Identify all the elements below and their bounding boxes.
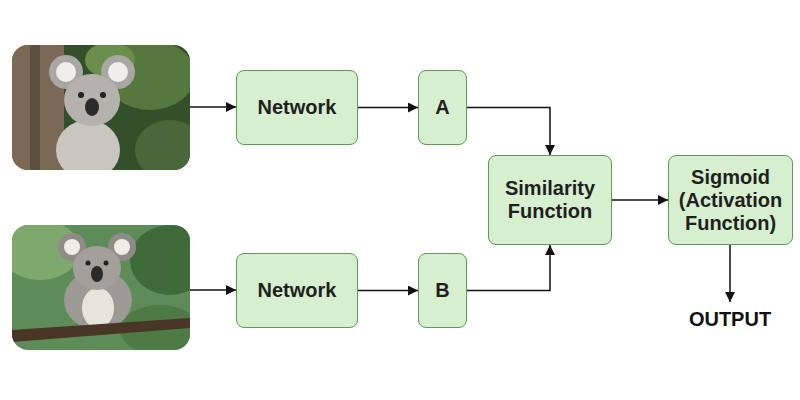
- koala-photo: [12, 45, 190, 170]
- koala-photo: [12, 225, 190, 350]
- node-text: Network: [254, 96, 341, 119]
- network-box: Network: [236, 253, 358, 328]
- output-arrow: [729, 245, 731, 302]
- koala-eye: [100, 92, 106, 98]
- tree-branch: [12, 318, 190, 342]
- foliage: [135, 120, 190, 170]
- flow-arrow: [467, 245, 550, 291]
- koala-chest: [82, 288, 114, 328]
- node-text: Network: [254, 279, 341, 302]
- bark-texture: [30, 45, 40, 170]
- koala-eye: [78, 92, 84, 98]
- input-arrow: [190, 106, 236, 108]
- similarity-box: Similarity Function: [488, 155, 612, 245]
- koala-ear-inner: [108, 62, 128, 82]
- koala-ear-inner: [64, 239, 80, 255]
- koala-ear-inner: [114, 239, 130, 255]
- flow-arrow: [612, 199, 668, 201]
- embedding-box: B: [418, 253, 467, 328]
- koala-eye: [104, 261, 109, 266]
- flow-arrow: [467, 108, 550, 156]
- koala-nose: [85, 98, 99, 116]
- koala-ear-inner: [56, 62, 76, 82]
- flow-arrow: [358, 107, 418, 109]
- koala-head: [73, 246, 121, 290]
- embedding-box: A: [418, 70, 467, 145]
- node-text: Similarity Function: [489, 177, 611, 223]
- output-label: OUTPUT: [689, 308, 771, 331]
- network-box: Network: [236, 70, 358, 145]
- activation-box: Sigmoid (Activation Function): [668, 155, 793, 245]
- koala-body: [56, 120, 120, 170]
- flow-arrow: [358, 290, 418, 292]
- node-text: B: [431, 279, 453, 302]
- node-text: Sigmoid (Activation Function): [669, 166, 792, 235]
- node-text: A: [431, 96, 453, 119]
- foliage: [130, 225, 190, 295]
- input-arrow: [190, 289, 236, 291]
- koala-head: [64, 74, 120, 126]
- koala-eye: [86, 261, 91, 266]
- koala-nose: [91, 266, 103, 282]
